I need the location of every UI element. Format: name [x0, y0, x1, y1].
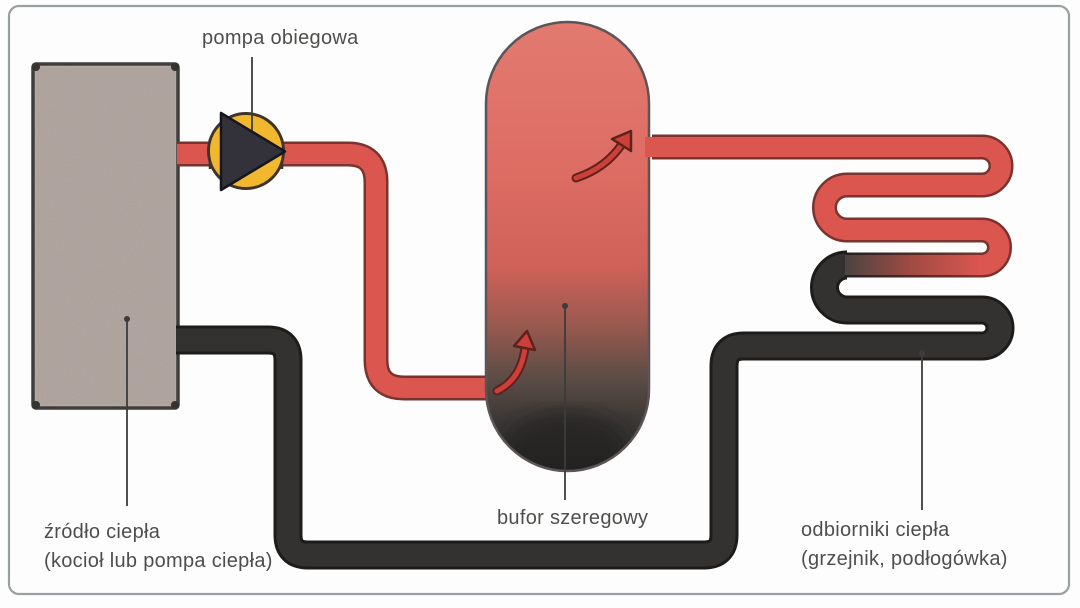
leader-dot-buffer [562, 303, 568, 309]
leader-dot-source [124, 316, 130, 322]
arrow-head [610, 129, 633, 153]
label-heat-receivers: odbiorniki ciepła (grzejnik, podłogówka) [801, 516, 1008, 574]
box-corner-dot [171, 63, 179, 71]
heat-source-texture [36, 67, 175, 405]
label-heat-source: źródło ciepła (kocioł lub pompa ciepła) [44, 518, 273, 576]
buffer-tank-dark-sediment [502, 410, 630, 471]
box-corner-dot [32, 401, 40, 409]
label-circulation-pump: pompa obiegowa [202, 27, 359, 49]
pump-triangle-icon [219, 111, 287, 192]
arrow-shaft [494, 345, 528, 394]
label-heat-receivers-line2: (grzejnik, podłogówka) [801, 548, 1008, 570]
label-heat-source-line2: (kocioł lub pompa ciepła) [44, 550, 273, 572]
hot-serpentine-fill [645, 137, 1011, 275]
heat-source-box [31, 62, 180, 410]
box-corner-dot [171, 401, 179, 409]
return-pipe-fill [176, 253, 1012, 567]
box-corner-dot [32, 63, 40, 71]
leader-dot-receivers [919, 350, 925, 356]
flow-arrow-outlet-icon [571, 129, 633, 183]
leader-dots [124, 303, 925, 356]
buffer-tank-fill [486, 21, 649, 471]
label-heat-source-line1: źródło ciepła [44, 521, 161, 543]
return-pipe [176, 250, 1015, 570]
buffer-tank-outline [484, 20, 651, 473]
leader-lines [126, 306, 923, 510]
serpentine-hot-segment [645, 134, 1014, 278]
arrow-shaft [573, 141, 625, 181]
supply-pipe [177, 141, 494, 401]
label-heat-receivers-line1: odbiorniki ciepła [801, 519, 950, 541]
buffer-tank [484, 20, 651, 473]
flow-arrow-inlet-icon [492, 329, 537, 396]
label-buffer-tank: bufor szeregowy [497, 507, 649, 529]
supply-pipe-fill [177, 144, 494, 398]
diagram-border [7, 4, 1071, 596]
arrow-head [512, 329, 537, 352]
circulation-pump [207, 57, 287, 192]
